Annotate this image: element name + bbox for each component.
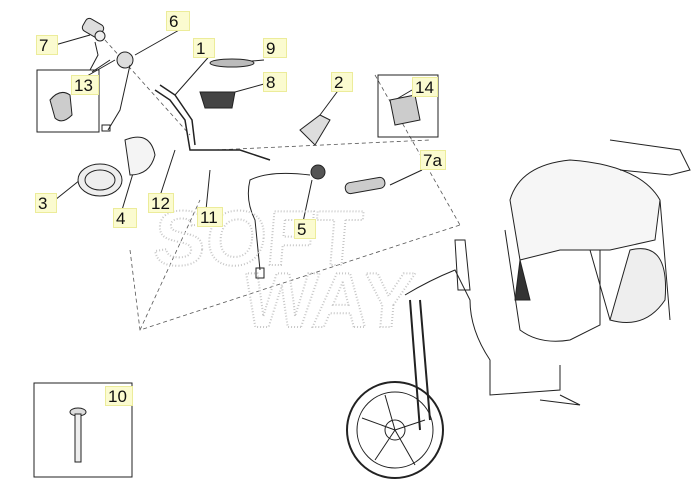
handlebar-part xyxy=(154,84,271,161)
display-part xyxy=(199,91,236,109)
callout-1[interactable]: 1 xyxy=(193,38,215,58)
bracket-part xyxy=(299,114,331,146)
headlight-frame-part xyxy=(124,136,156,176)
inset-box-13 xyxy=(36,69,100,133)
inset-box-14 xyxy=(377,74,439,138)
headlight-part xyxy=(77,163,123,197)
lens-part xyxy=(209,58,255,68)
callout-6[interactable]: 6 xyxy=(166,11,190,31)
callout-8[interactable]: 8 xyxy=(263,72,287,92)
switch-part xyxy=(101,51,134,132)
callout-14[interactable]: 14 xyxy=(412,77,438,97)
part-13 xyxy=(49,91,73,122)
part-14 xyxy=(389,94,421,126)
callout-11[interactable]: 11 xyxy=(197,207,223,227)
callout-5[interactable]: 5 xyxy=(294,219,316,239)
callout-7a[interactable]: 7a xyxy=(420,150,446,170)
callout-2[interactable]: 2 xyxy=(331,72,353,92)
right-switch-part xyxy=(247,164,326,279)
callout-7[interactable]: 7 xyxy=(36,35,58,55)
svg-text:SOFTWAY: SOFTWAY xyxy=(145,194,424,344)
callout-12[interactable]: 12 xyxy=(148,193,174,213)
grip-7a-part xyxy=(344,176,386,195)
callout-13[interactable]: 13 xyxy=(71,75,99,95)
inset-box-10 xyxy=(33,382,133,478)
callout-9[interactable]: 9 xyxy=(263,38,287,58)
dashed-guides xyxy=(104,39,461,331)
throttle-grip-part xyxy=(81,17,106,71)
watermark: SOFTWAY xyxy=(145,193,424,345)
scooter-illustration xyxy=(346,139,691,479)
callout-3[interactable]: 3 xyxy=(35,193,57,213)
callout-10[interactable]: 10 xyxy=(105,386,133,406)
callout-4[interactable]: 4 xyxy=(113,208,137,228)
screw-part xyxy=(69,407,87,463)
